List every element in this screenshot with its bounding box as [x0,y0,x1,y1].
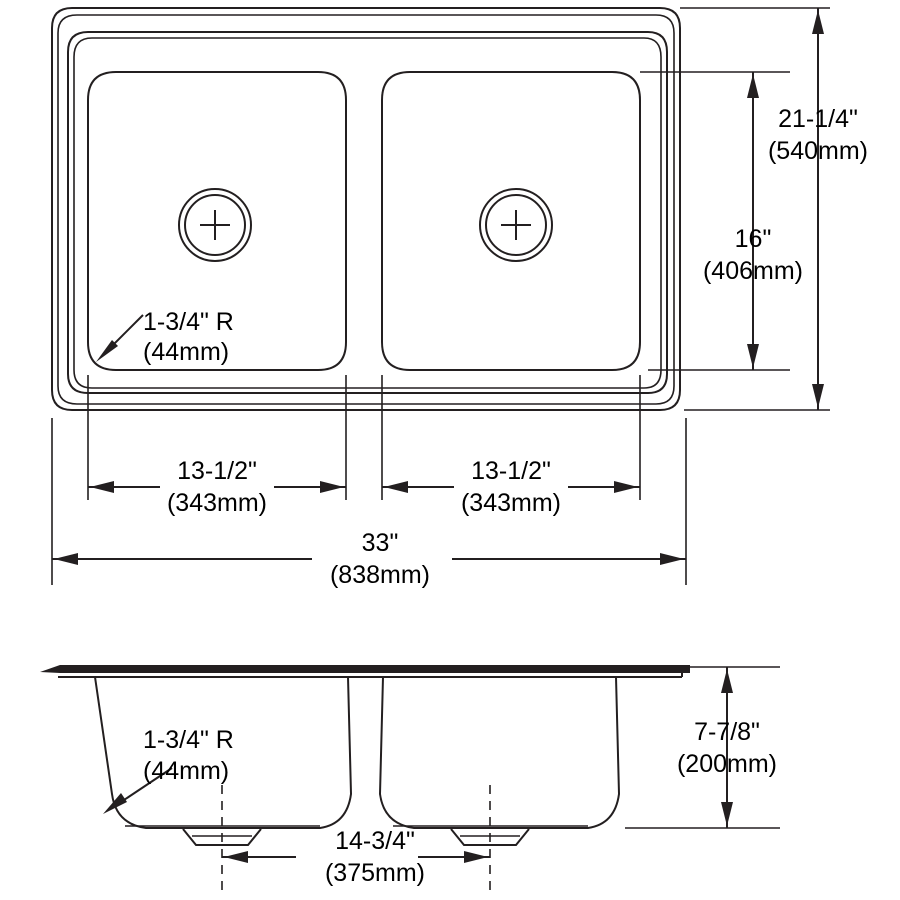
overall-height-arrow-top [812,10,824,34]
bowl-depth-dimension: 7-7/8" (200mm) [677,667,777,828]
corner-radius-arrowhead-top [96,340,118,362]
corner-radius-text-metric-top: (44mm) [143,338,229,366]
bowl-depth-arrow-bottom [747,344,759,368]
top-view: 1-3/4" R (44mm) [51,7,681,411]
section-rim-bar [40,665,690,673]
right-bowl-drain [479,188,553,262]
right-bowl-width-arrow-right [614,481,638,493]
sink-outer-rim [51,7,681,411]
corner-radius-text-metric-section: (44mm) [143,757,229,785]
bowl-depth-text-imperial-2: 7-7/8" [694,718,760,746]
overall-width-text-metric: (838mm) [330,561,430,589]
right-bowl-width-dimension: 13-1/2" (343mm) [382,457,640,517]
bowl-depth-arrow-bottom [721,802,733,826]
overall-width-text-imperial: 33" [362,529,399,557]
left-bowl-drain [178,188,252,262]
right-drain-inner-ring [485,194,547,256]
left-drain-outer-ring [178,188,252,262]
overall-height-text-metric: (540mm) [768,137,868,165]
bowl-depth-text-metric-2: (200mm) [677,750,777,778]
sink-rim-line-2 [57,14,675,405]
bowl-depth-text-metric: (406mm) [703,257,803,285]
section-view: 1-3/4" R (44mm) 7-7/8" (200mm) 14-3/4" [40,665,780,890]
overall-width-dimension: 33" (838mm) [52,529,686,589]
corner-radius-callout-top: 1-3/4" R (44mm) [96,308,234,366]
right-bowl-outline [381,71,641,371]
right-drain-outer-ring [479,188,553,262]
bowl-front-to-back-dimension: 16" (406mm) [703,72,803,370]
overall-height-arrow-bottom [812,384,824,408]
drain-spacing-arrow-left [224,851,248,863]
section-left-drain-sump [182,828,262,846]
drain-spacing-text-metric: (375mm) [325,859,425,887]
bowl-depth-text-imperial: 16" [735,225,772,253]
right-bowl-width-text-imperial: 13-1/2" [471,457,551,485]
drain-spacing-arrow-right [464,851,488,863]
sink-deck-edge [67,31,668,394]
bowl-depth-arrow-top [721,669,733,693]
corner-radius-arrowhead-section [103,793,127,814]
bowl-depth-arrow-top [747,74,759,98]
left-drain-inner-ring [184,194,246,256]
corner-radius-text-imperial-top: 1-3/4" R [143,308,234,336]
left-bowl-width-arrow-right [320,481,344,493]
overall-width-arrow-right [660,553,684,565]
left-bowl-width-text-metric: (343mm) [167,489,267,517]
left-bowl-width-dimension: 13-1/2" (343mm) [88,457,346,517]
right-bowl-width-arrow-left [384,481,408,493]
section-right-drain-sump [450,828,530,846]
drain-spacing-dimension: 14-3/4" (375mm) [222,827,490,887]
overall-height-text-imperial: 21-1/4" [778,105,858,133]
overall-height-dimension: 21-1/4" (540mm) [768,8,868,410]
left-bowl-width-arrow-left [90,481,114,493]
vertical-dimensions-group: 21-1/4" (540mm) 16" (406mm) [640,7,868,411]
horizontal-dimensions-group: 13-1/2" (343mm) 13-1/2" (343mm) 33" (838… [51,375,687,589]
corner-radius-text-imperial-section: 1-3/4" R [143,726,234,754]
drain-spacing-text-imperial: 14-3/4" [335,827,415,855]
left-bowl-width-text-imperial: 13-1/2" [177,457,257,485]
right-bowl-width-text-metric: (343mm) [461,489,561,517]
section-right-bowl-outline [378,676,621,829]
corner-radius-callout-section: 1-3/4" R (44mm) [103,726,234,814]
left-bowl-outline [87,71,347,371]
overall-width-arrow-left [54,553,78,565]
